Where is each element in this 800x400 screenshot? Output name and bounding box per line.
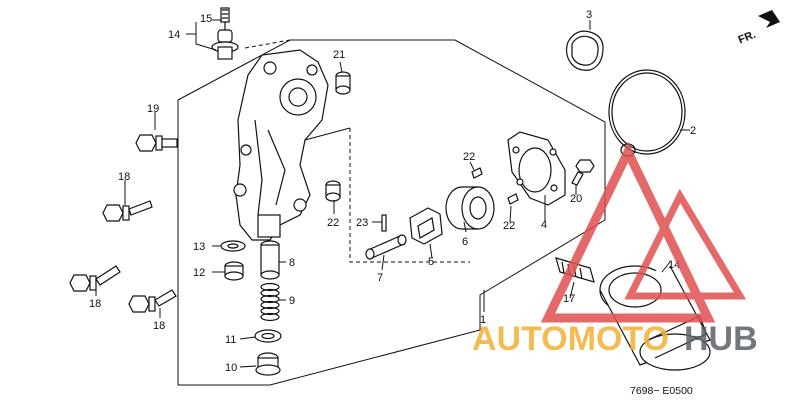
dowel-pin-lower xyxy=(325,180,341,202)
sealing-washer-13 xyxy=(220,240,246,252)
callout-8: 8 xyxy=(289,257,295,269)
bolt-18-lower xyxy=(128,289,177,313)
oil-pump-body xyxy=(233,49,329,241)
leader-lines xyxy=(95,19,690,368)
callout-12: 12 xyxy=(193,267,205,279)
callout-21-upper: 21 xyxy=(333,49,345,61)
dowel-22-upper xyxy=(471,167,483,179)
callout-17: 17 xyxy=(563,293,575,305)
dowel-22-lower xyxy=(507,193,519,205)
callout-10: 10 xyxy=(225,362,237,374)
watermark-brand-part2: HUB xyxy=(684,320,758,358)
pump-cover-4 xyxy=(507,131,566,206)
callout-23: 23 xyxy=(356,217,368,229)
pin-23 xyxy=(381,214,387,232)
callout-18-upper: 18 xyxy=(118,171,130,183)
oil-pressure-switch xyxy=(211,7,239,60)
callout-22-lower: 22 xyxy=(503,220,515,232)
callout-18-middle: 18 xyxy=(89,298,101,310)
watermark-logo: AUTOMOTO HUB xyxy=(472,141,758,358)
callout-6: 6 xyxy=(462,236,468,248)
diagram-code: 7698− E0500 xyxy=(630,385,693,397)
watermark-brand-part1: AUTOMOTO xyxy=(472,320,669,358)
callout-21-lower: 22 xyxy=(327,217,339,229)
callout-2: 2 xyxy=(690,125,696,137)
part-callouts: 15 14 19 18 18 18 21 22 23 7 5 6 22 22 4… xyxy=(89,9,696,374)
front-direction-arrow-icon: FR. xyxy=(737,10,780,46)
relief-spring-9 xyxy=(260,282,280,322)
callout-1: 1 xyxy=(480,314,486,326)
sealing-bolt-12 xyxy=(224,261,244,281)
callout-3: 3 xyxy=(586,9,592,21)
callout-4: 4 xyxy=(541,219,547,231)
callout-16: 15 xyxy=(200,13,212,25)
drive-coupling-5 xyxy=(409,207,443,245)
bolt-19 xyxy=(135,134,178,152)
watermark-triangle-icon xyxy=(540,141,747,323)
sealing-washer-11 xyxy=(254,329,282,343)
callout-15: 14 xyxy=(168,29,180,41)
dowel-pin-upper xyxy=(335,71,351,95)
callout-13: 13 xyxy=(193,241,205,253)
o-ring-3 xyxy=(565,30,604,71)
pump-shaft-7 xyxy=(365,234,407,260)
relief-valve-8 xyxy=(260,240,280,280)
callout-5: 5 xyxy=(428,256,434,268)
pump-rotor-6 xyxy=(445,186,495,230)
direction-label: FR. xyxy=(737,29,758,47)
callout-9: 9 xyxy=(289,295,295,307)
callout-19: 19 xyxy=(147,103,159,115)
assembly-outline xyxy=(177,39,606,386)
bolt-18-middle xyxy=(69,265,121,292)
callout-11: 11 xyxy=(225,334,236,346)
bolt-18-upper xyxy=(102,200,153,222)
o-ring-2 xyxy=(608,69,686,157)
callout-7: 7 xyxy=(377,272,383,284)
bolt-20 xyxy=(571,159,595,186)
callout-22-upper: 22 xyxy=(463,151,475,163)
callout-18-lower: 18 xyxy=(153,320,165,332)
callout-20: 20 xyxy=(570,193,582,205)
sealing-bolt-10 xyxy=(255,352,281,376)
